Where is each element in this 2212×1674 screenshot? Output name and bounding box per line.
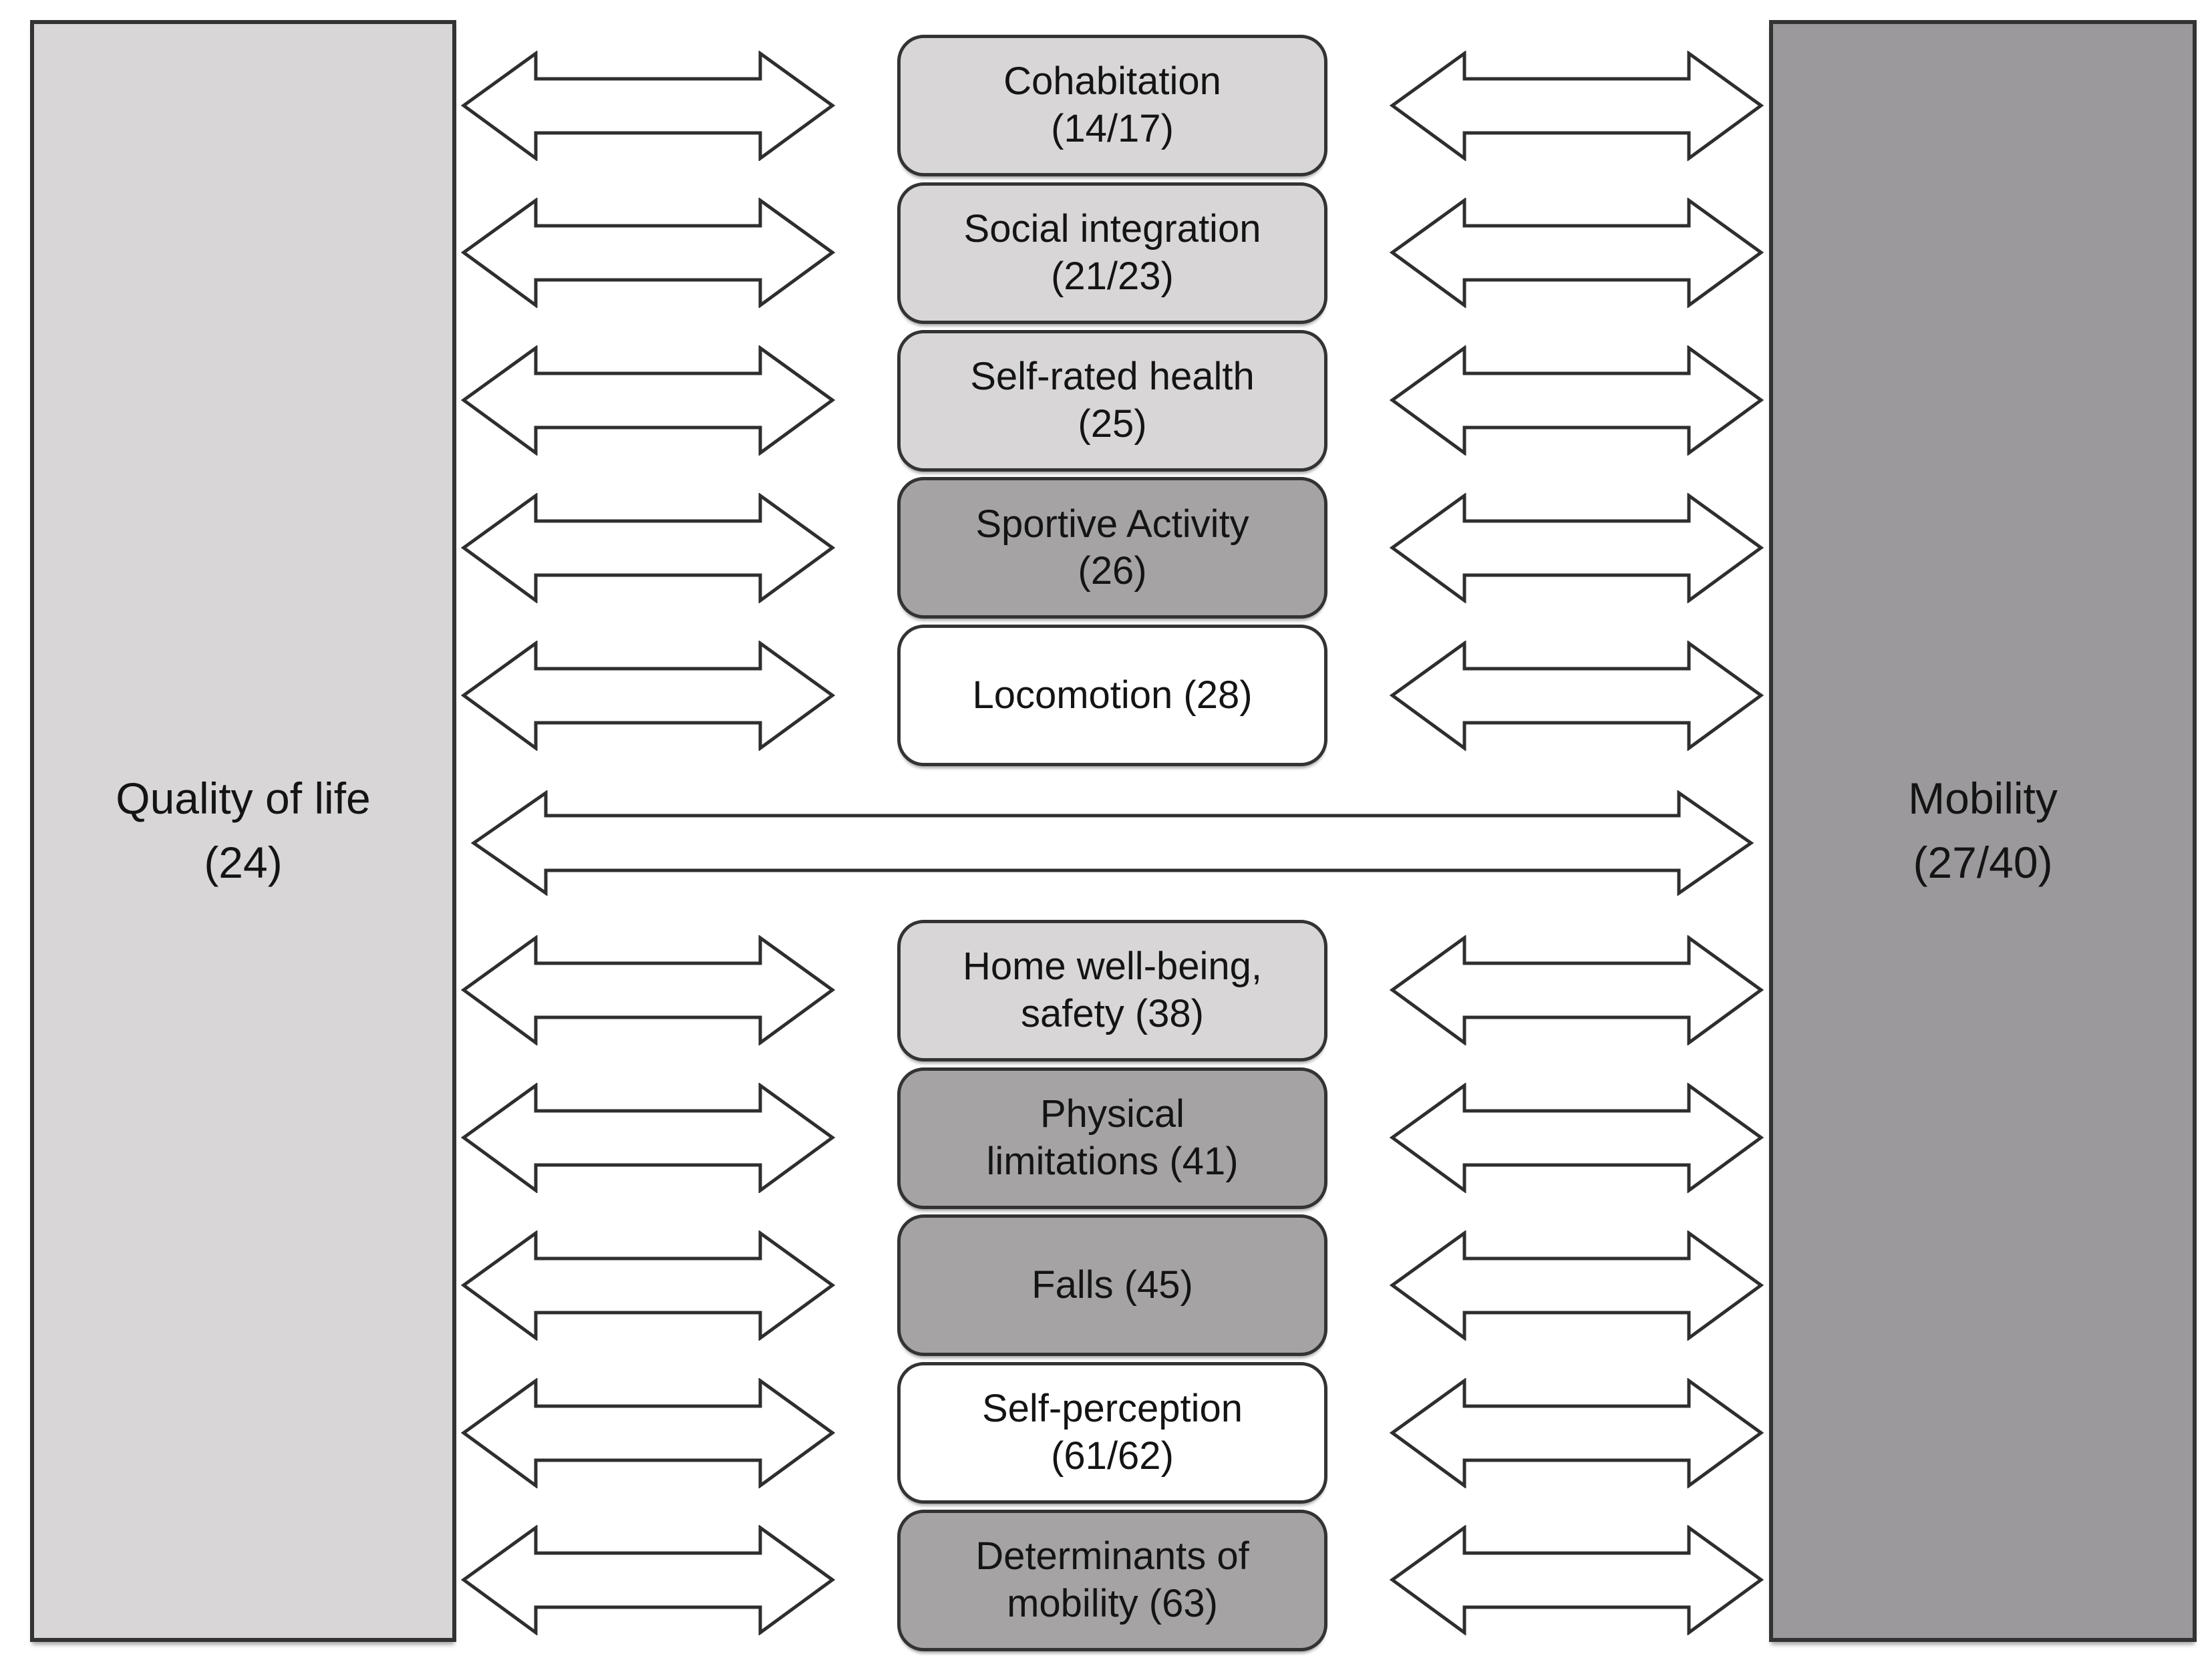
node-label: Determinants of mobility (63) bbox=[975, 1534, 1249, 1625]
double-arrow-icon bbox=[461, 1378, 835, 1488]
diagram-row: Self-perception (61/62) bbox=[461, 1362, 1764, 1504]
diagram-row: Falls (45) bbox=[461, 1214, 1764, 1357]
node-physical-limitations: Physical limitations (41) bbox=[897, 1067, 1327, 1209]
node-label: Self-perception (61/62) bbox=[981, 1387, 1243, 1478]
node-label: Self-rated health (25) bbox=[970, 354, 1255, 446]
node-cohabitation: Cohabitation (14/17) bbox=[897, 35, 1327, 176]
double-arrow-icon bbox=[461, 493, 835, 603]
node-mobility: Mobility (27/40) bbox=[1769, 20, 2197, 1642]
diagram-row: Locomotion (28) bbox=[461, 625, 1764, 767]
double-arrow-icon bbox=[461, 641, 835, 751]
double-arrow-icon bbox=[1390, 641, 1764, 751]
double-arrow-icon bbox=[461, 51, 835, 161]
double-arrow-icon bbox=[1390, 198, 1764, 308]
node-determinants-of-mobility: Determinants of mobility (63) bbox=[897, 1509, 1327, 1651]
double-arrow-icon bbox=[1390, 345, 1764, 456]
diagram-row: Social integration (21/23) bbox=[461, 182, 1764, 324]
node-self-perception: Self-perception (61/62) bbox=[897, 1362, 1327, 1504]
double-arrow-icon bbox=[1390, 935, 1764, 1045]
node-label: Falls (45) bbox=[1032, 1263, 1193, 1307]
double-arrow-icon bbox=[461, 1083, 835, 1193]
double-arrow-icon bbox=[1390, 51, 1764, 161]
double-arrow-icon bbox=[1390, 1230, 1764, 1341]
double-arrow-icon bbox=[461, 198, 835, 308]
diagram-row: Self-rated health (25) bbox=[461, 329, 1764, 472]
node-label: Quality of life (24) bbox=[116, 774, 371, 887]
node-falls: Falls (45) bbox=[897, 1214, 1327, 1357]
diagram-row-direct-link bbox=[461, 772, 1764, 914]
node-label: Cohabitation (14/17) bbox=[1003, 59, 1221, 150]
double-arrow-icon bbox=[461, 1525, 835, 1635]
double-arrow-icon bbox=[1390, 1083, 1764, 1193]
double-arrow-icon bbox=[1390, 493, 1764, 603]
node-label: Physical limitations (41) bbox=[986, 1092, 1239, 1183]
double-arrow-icon bbox=[461, 1230, 835, 1341]
node-label: Locomotion (28) bbox=[972, 673, 1253, 717]
node-quality-of-life: Quality of life (24) bbox=[30, 20, 456, 1642]
node-social-integration: Social integration (21/23) bbox=[897, 182, 1327, 324]
diagram-row: Cohabitation (14/17) bbox=[461, 35, 1764, 176]
node-locomotion: Locomotion (28) bbox=[897, 625, 1327, 767]
node-label: Sportive Activity (26) bbox=[975, 502, 1249, 593]
node-home-well-being-safety: Home well-being, safety (38) bbox=[897, 919, 1327, 1061]
diagram-row: Home well-being, safety (38) bbox=[461, 919, 1764, 1061]
node-self-rated-health: Self-rated health (25) bbox=[897, 329, 1327, 472]
double-arrow-icon bbox=[461, 935, 835, 1045]
direct-link-double-arrow-icon bbox=[471, 790, 1754, 896]
node-sportive-activity: Sportive Activity (26) bbox=[897, 477, 1327, 619]
double-arrow-icon bbox=[1390, 1378, 1764, 1488]
middle-column: Cohabitation (14/17) Social integration … bbox=[461, 35, 1764, 1651]
node-label: Mobility (27/40) bbox=[1908, 774, 2058, 887]
diagram-row: Determinants of mobility (63) bbox=[461, 1509, 1764, 1651]
diagram-row: Sportive Activity (26) bbox=[461, 477, 1764, 619]
double-arrow-icon bbox=[1390, 1525, 1764, 1635]
node-label: Social integration (21/23) bbox=[963, 207, 1261, 298]
node-label: Home well-being, safety (38) bbox=[962, 945, 1263, 1035]
diagram-row: Physical limitations (41) bbox=[461, 1067, 1764, 1209]
double-arrow-icon bbox=[461, 345, 835, 456]
